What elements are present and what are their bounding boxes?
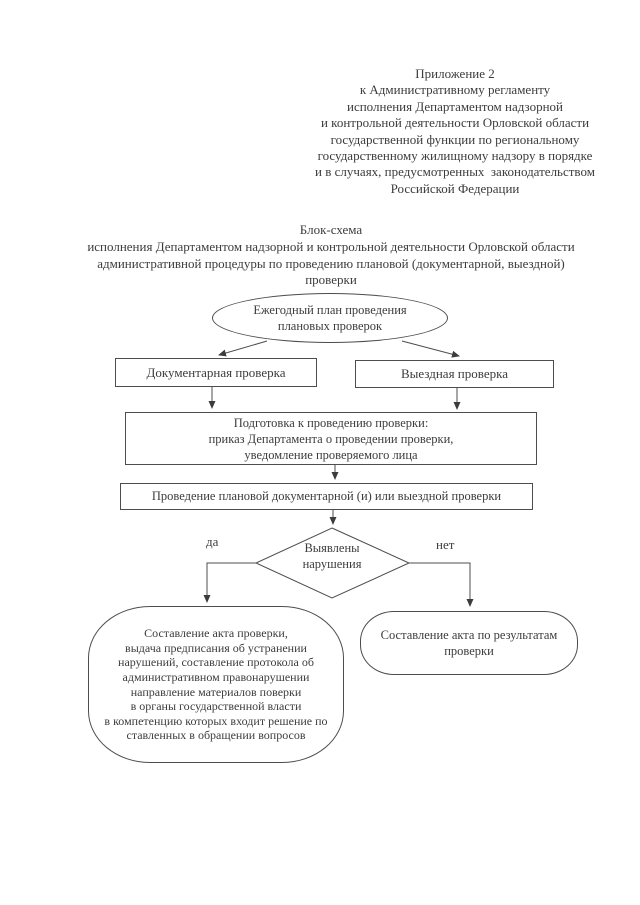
connector-plan-to-documentary [218,340,268,357]
node-conduct-check: Проведение плановой документарной (и) ил… [120,483,533,510]
branch-label-no: нет [436,537,455,552]
appendix-note: Приложение 2 к Административному регламе… [315,66,595,196]
connector-plan-to-field [401,340,460,358]
node-annual-plan-label: Ежегодный план проведения плановых прове… [253,303,407,333]
connector-decision-no [409,562,474,607]
node-preparation: Подготовка к проведению проверки: приказ… [125,412,537,465]
node-annual-plan: Ежегодный план проведения плановых прове… [212,293,448,343]
page-title: Блок-схема исполнения Департаментом надз… [87,222,575,288]
node-preparation-label: Подготовка к проведению проверки: приказ… [208,415,454,462]
node-act-with-violations-label: Составление акта проверки, выдача предпи… [104,626,328,743]
branch-label-yes: да [206,534,219,549]
node-conduct-check-label: Проведение плановой документарной (и) ил… [151,489,502,503]
connector-decision-yes [203,562,256,603]
node-act-no-violations-label: Составление акта по результатам проверки [380,628,558,658]
node-act-with-violations: Составление акта проверки, выдача предпи… [88,606,344,763]
node-field-check: Выездная проверка [355,360,554,388]
node-documentary-check-label: Документарная проверка [146,364,286,380]
node-documentary-check: Документарная проверка [115,358,317,387]
node-act-no-violations: Составление акта по результатам проверки [360,611,578,675]
node-field-check-label: Выездная проверка [401,366,508,381]
decision-diamond-shape [254,527,411,599]
node-decision-label: Выявлены нарушения [302,541,362,571]
